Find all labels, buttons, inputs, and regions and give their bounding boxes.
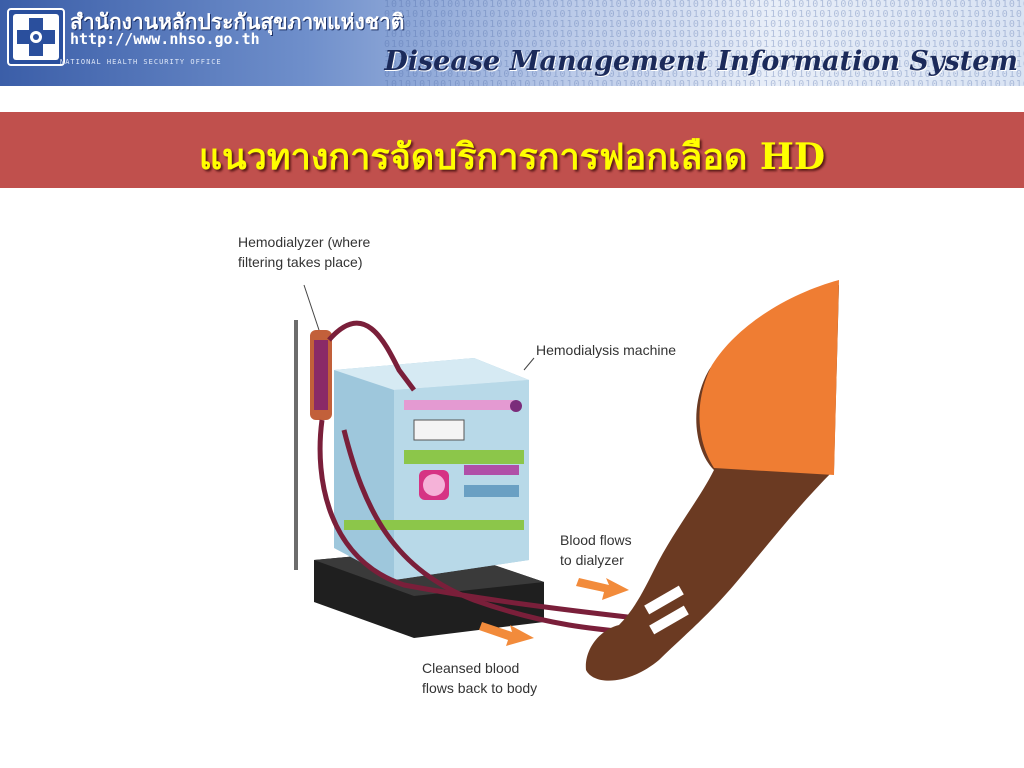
label-blood-flows-to-dialyzer: Blood flows to dialyzer [560,532,632,568]
tube-return [341,429,665,638]
arm-tape [644,585,684,615]
panel-display [413,419,465,441]
title-banner: แนวทางการจัดบริการการฟอกเลือด HD [0,112,1024,188]
iv-pole [294,320,298,570]
machine-pointer [523,357,535,371]
tube-to-dialyzer [317,419,655,623]
system-name: Disease Management Information System [384,46,1018,77]
binary-pattern-background: 1010101010010101010101010101101010101001… [384,0,1024,86]
hemodialysis-diagram [294,280,839,681]
machine-green-strip [344,520,524,530]
panel-knob [510,400,522,412]
arm-tape-lower [649,605,689,635]
machine-top [334,358,529,390]
slide-title: แนวทางการจัดบริการการฟอกเลือด HD [198,136,826,178]
org-name-english: NATIONAL HEALTH SECURITY OFFICE [60,58,222,66]
dialyzer-fibers [314,340,328,410]
tube-top [327,320,416,392]
label-hemodialysis-machine: Hemodialysis machine [536,342,677,358]
hemodialyzer-pointer [303,284,320,331]
blood-back-arrow [479,622,534,646]
org-url: http://www.nhso.go.th [70,30,260,48]
hemodialysis-illustration: Hemodialyzer (where filtering takes plac… [234,230,846,702]
panel-green-band [404,450,524,464]
org-name-thai: สำนักงานหลักประกันสุขภาพแห่งชาติ [70,10,405,34]
nhso-logo [7,8,65,66]
patient-sleeve [699,280,839,475]
panel-strip [404,400,514,410]
nhso-logo-icon [13,14,59,60]
panel-control-row [464,485,519,497]
blood-to-dialyzer-arrow [576,578,629,600]
pump-rotor [423,474,445,496]
panel-indicator [464,465,519,475]
label-cleansed-blood: Cleansed blood flows back to body [422,660,538,696]
label-hemodialyzer: Hemodialyzer (where filtering takes plac… [238,234,371,270]
header-banner: 1010101010010101010101010101101010101001… [0,0,1024,86]
